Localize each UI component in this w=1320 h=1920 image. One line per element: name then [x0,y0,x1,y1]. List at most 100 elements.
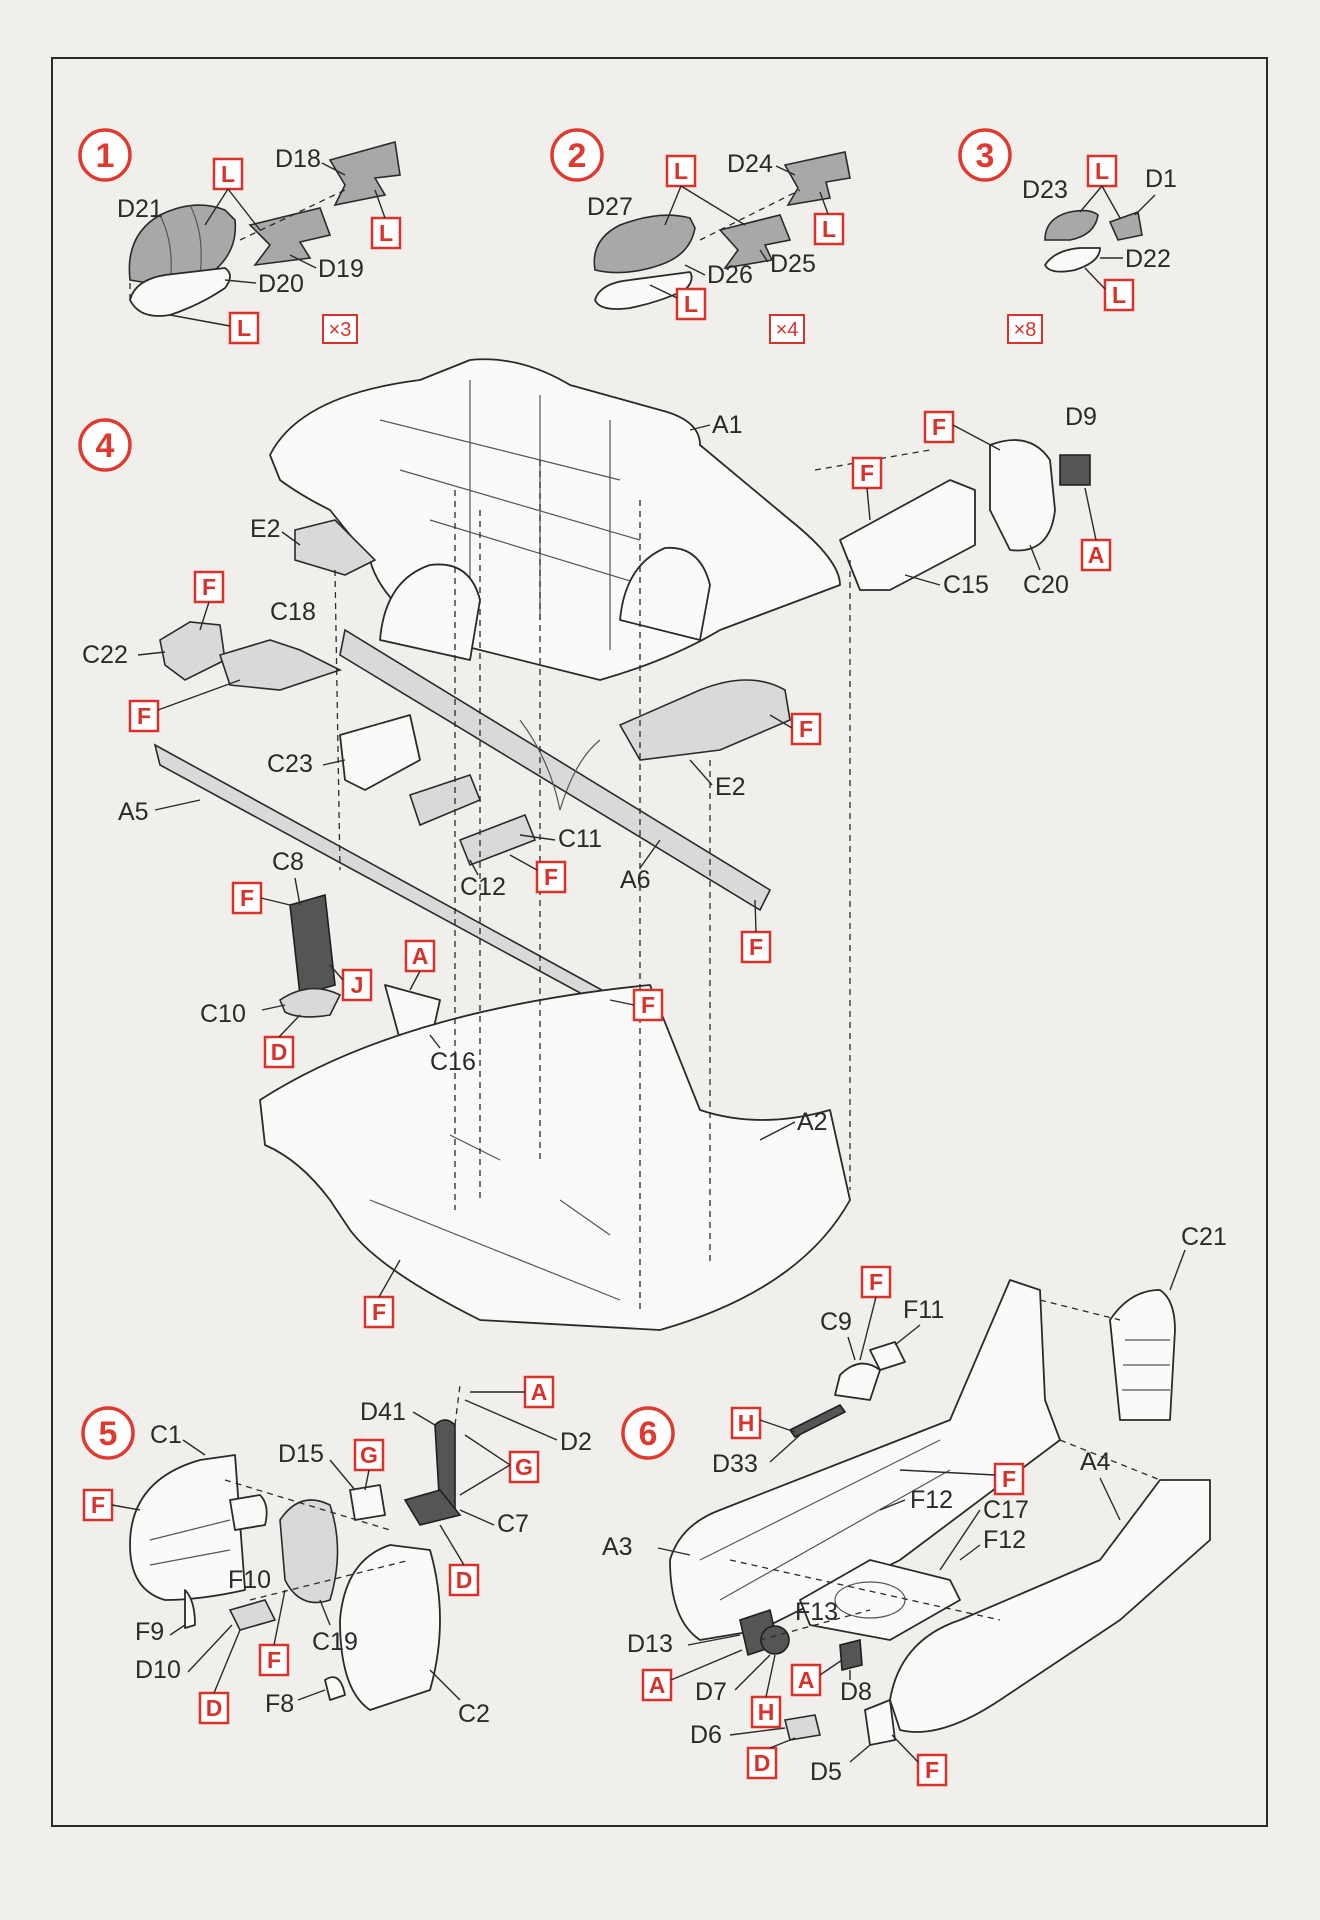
part-label: C18 [270,598,316,626]
step-number: 2 [568,137,587,175]
part-label: D22 [1125,245,1171,273]
svg-text:F: F [860,460,874,486]
part-label: C16 [430,1048,476,1076]
step-badge [78,128,132,182]
svg-text:J: J [351,972,364,998]
part-label: D24 [727,150,773,178]
part-label: D9 [1065,403,1097,431]
svg-text:L: L [221,161,235,187]
part-bomb-rack [1044,247,1101,273]
part-label: D25 [770,250,816,278]
paint-callout: D [263,1035,295,1069]
part-label: A4 [1080,1448,1111,1476]
svg-text:L: L [674,158,688,184]
part-F9 [184,1589,196,1629]
svg-text:F: F [91,1492,105,1518]
part-label: C10 [200,1000,246,1028]
part-label: C23 [267,750,313,778]
part-A4-fuselage-half [889,1479,1211,1733]
svg-text:L: L [684,291,698,317]
part-fin-upper [783,151,851,207]
part-label: A5 [118,798,149,826]
part-C10 [279,987,342,1018]
part-label: C2 [458,1700,490,1728]
part-label: A1 [712,411,743,439]
paint-callout: J [341,968,373,1002]
part-C7 [403,1489,462,1526]
paint-callout: F [923,410,955,444]
part-C20 [989,439,1056,552]
step-4: 4 A1 D9 [78,358,1112,1331]
part-D7 [760,1625,790,1655]
svg-text:L: L [1112,282,1126,308]
part-F8 [324,1676,346,1701]
part-D8 [839,1638,863,1672]
step-badge [621,1406,675,1460]
part-wing-gear-bay [619,546,711,641]
svg-text:×3: ×3 [329,319,352,341]
paint-callout: F [193,570,225,604]
svg-text:L: L [822,216,836,242]
part-C19 [279,1499,339,1604]
part-bomb-rack [129,267,231,317]
svg-text:A: A [412,943,429,969]
part-C21-rudder [1109,1289,1176,1421]
part-lower-wing [259,984,851,1331]
step-3: 3 D23 D1 D22 L L ×8 [958,128,1177,344]
svg-text:×8: ×8 [1014,319,1037,341]
part-E2 [294,519,377,576]
part-label: C20 [1023,571,1069,599]
part-label: C15 [943,571,989,599]
paint-callout: F [231,881,263,915]
part-label: C12 [460,873,506,901]
paint-callout: A [1080,538,1112,572]
part-label: D15 [278,1440,324,1468]
svg-text:F: F [137,703,151,729]
step-number: 5 [99,1415,118,1453]
part-F10 [229,1494,268,1531]
paint-callout: L [665,154,697,188]
step-1: 1 D18 D21 D19 D20 L L L [78,128,402,345]
part-label: D5 [810,1758,842,1786]
part-D9 [1059,454,1091,486]
paint-callout: F [916,1753,948,1787]
paint-callout: L [1103,278,1135,312]
quantity-badge: ×8 [1007,314,1043,344]
part-label: F13 [795,1598,838,1626]
paint-callout: G [353,1438,385,1472]
part-label: C7 [497,1510,529,1538]
part-label: D23 [1022,176,1068,204]
part-E2 [618,679,791,761]
paint-callout: L [228,311,260,345]
svg-text:L: L [1095,158,1109,184]
part-label: D21 [117,195,163,223]
part-label: C17 [983,1496,1029,1524]
paint-callout: H [750,1695,782,1729]
step-6: 6 C21 C9 F11 D33 A4 F12 C17 [602,1223,1227,1787]
part-label: D20 [258,270,304,298]
part-label: A2 [797,1108,828,1136]
svg-text:F: F [267,1647,281,1673]
part-fin [1108,210,1143,241]
part-label: D10 [135,1656,181,1684]
part-label: F12 [983,1526,1026,1554]
part-A6 [339,628,772,912]
step-badge [78,418,132,472]
svg-text:D: D [456,1567,473,1593]
svg-text:F: F [799,716,813,742]
part-label: D18 [275,145,321,173]
part-C2-fuselage-half [339,1544,441,1711]
part-C23 [339,714,421,791]
paint-callout: A [641,1668,673,1702]
part-label: C1 [150,1421,182,1449]
paint-callout: L [813,212,845,246]
part-label: D41 [360,1398,406,1426]
part-C11 [408,774,482,827]
part-D6 [784,1714,821,1741]
quantity-badge: ×4 [769,314,805,344]
paint-callout: L [675,287,707,321]
paint-callout: L [212,157,244,191]
svg-text:F: F [202,574,216,600]
paint-callout: F [363,1295,395,1329]
paint-callout: F [258,1643,290,1677]
